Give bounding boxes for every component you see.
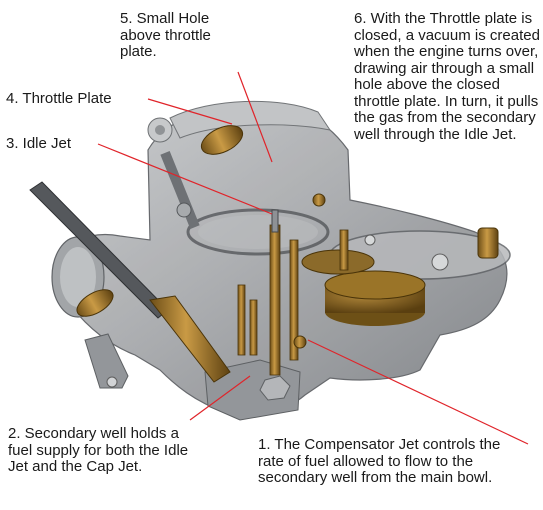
right-brass-nut	[477, 227, 499, 259]
callout-1-compensator-jet: 1. The Compensator Jet controls the rate…	[258, 436, 501, 486]
leader-secondary	[189, 375, 251, 421]
callout-2-secondary-well: 2. Secondary well holds a fuel supply fo…	[8, 425, 189, 475]
leader-lines	[97, 71, 529, 445]
float	[301, 249, 426, 326]
leader-hole	[237, 71, 273, 163]
callout-4-throttle-plate: 4. Throttle Plate	[6, 90, 112, 107]
callout-6-vacuum: 6. With the Throttle plate is closed, a …	[354, 10, 540, 143]
carburetor-body	[51, 100, 511, 421]
linkage-rod	[29, 181, 231, 383]
callout-3-idle-jet: 3. Idle Jet	[6, 135, 72, 152]
leader-idle	[97, 143, 273, 215]
leader-throttle	[147, 98, 233, 125]
jets	[176, 193, 349, 376]
leader-compensator	[307, 339, 529, 445]
callout-5-small-hole: 5. Small Hole above throttle plate.	[120, 10, 211, 60]
choke-plate	[76, 289, 114, 317]
